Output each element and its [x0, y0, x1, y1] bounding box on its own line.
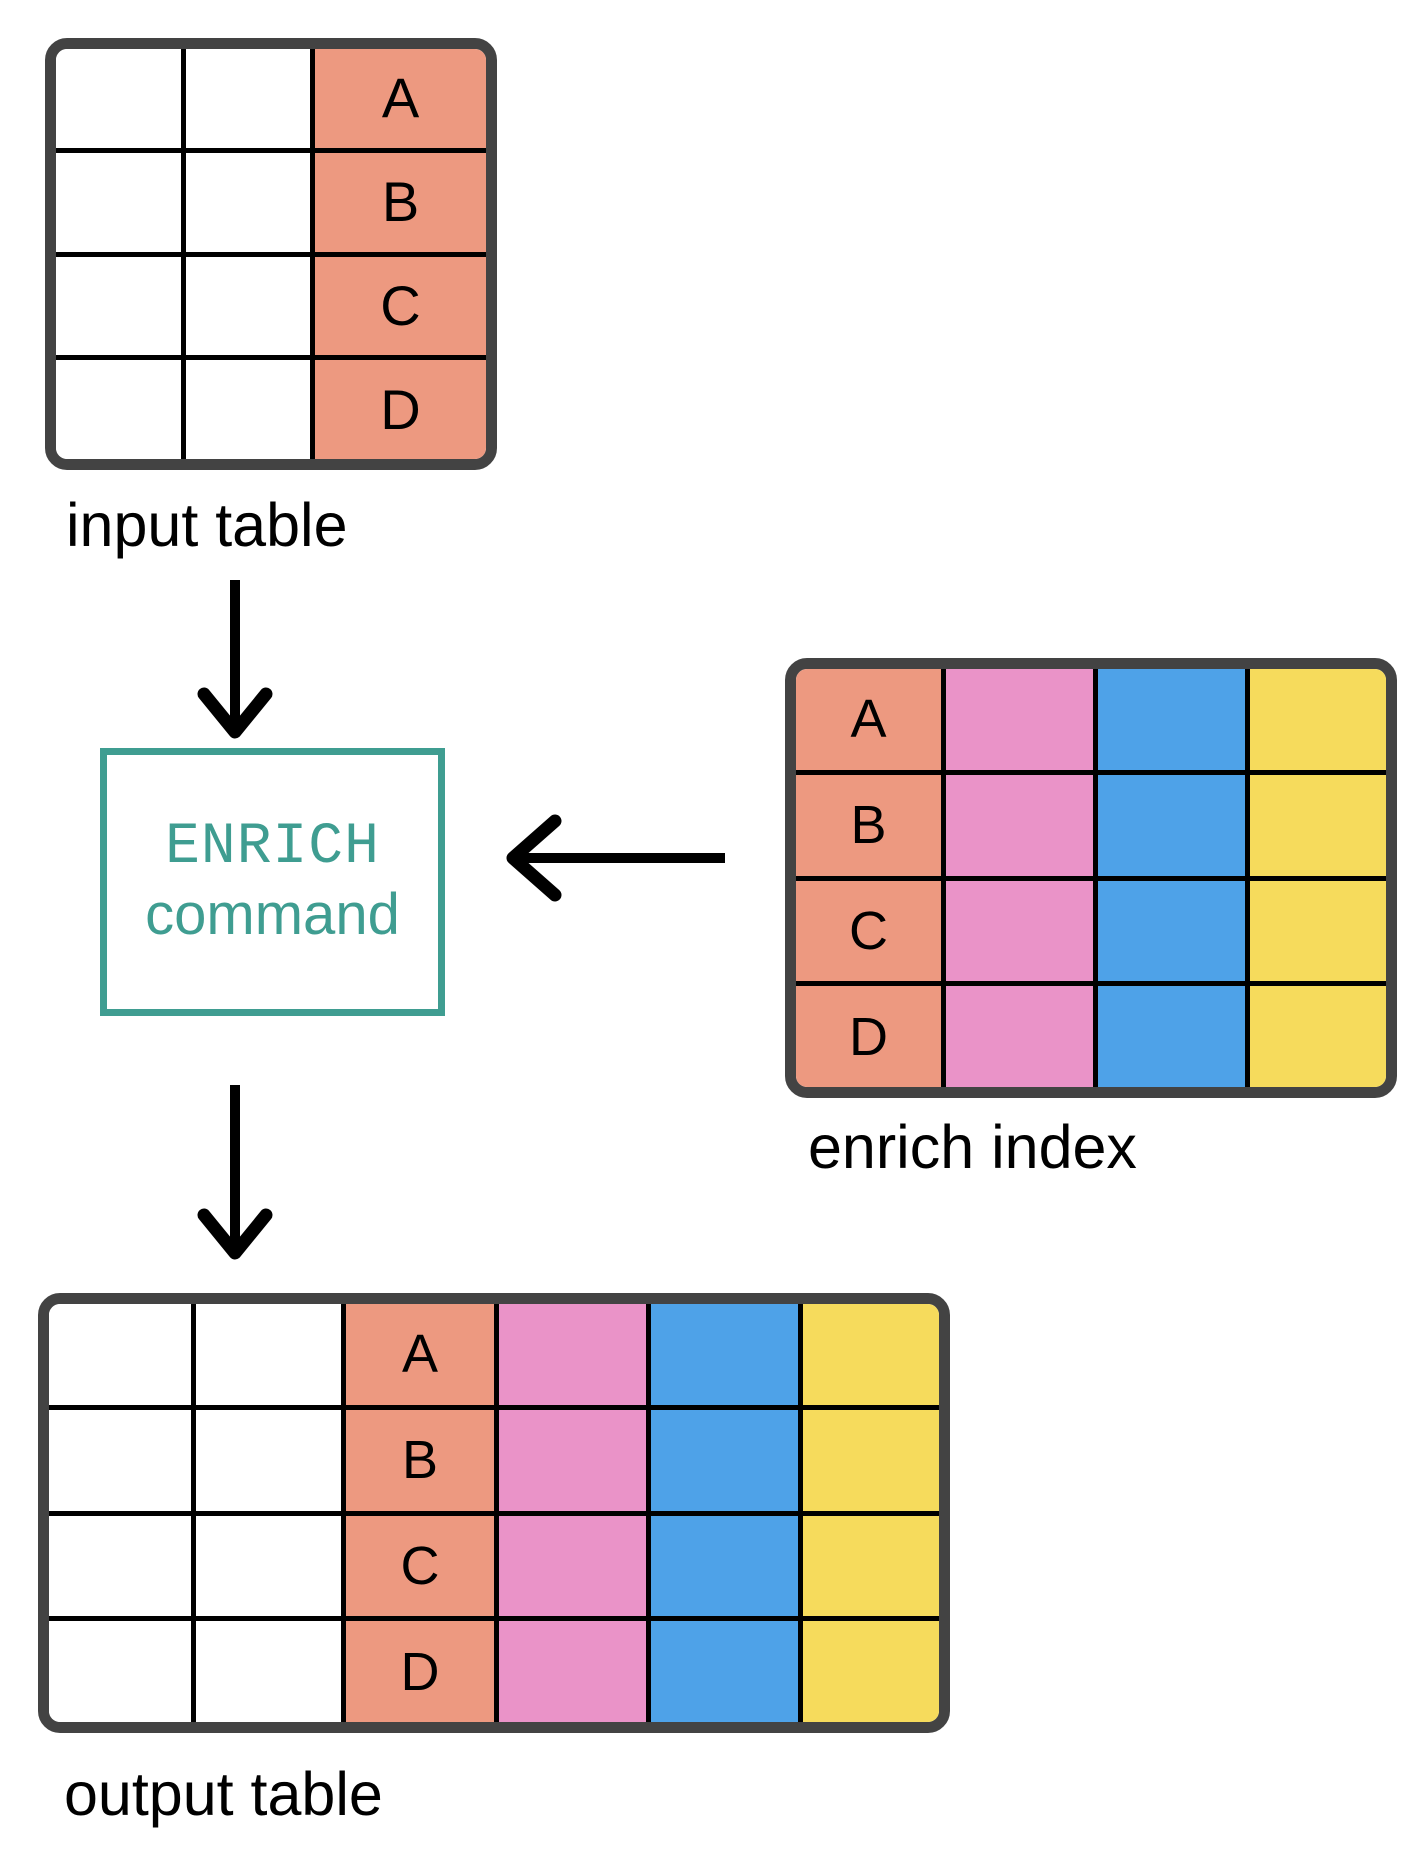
- table-row: A: [56, 49, 486, 153]
- table-cell-key: A: [315, 49, 486, 148]
- table-cell: [186, 360, 315, 459]
- enrich-command-box: ENRICH command: [100, 748, 445, 1016]
- table-cell: [651, 1304, 803, 1405]
- table-cell: [56, 49, 186, 148]
- table-cell: [499, 1304, 651, 1405]
- table-cell: [651, 1515, 803, 1617]
- table-cell: [196, 1304, 346, 1405]
- enrich-index-caption: enrich index: [808, 1113, 1137, 1181]
- enrich-command-keyword: ENRICH: [165, 815, 380, 881]
- table-row: D: [49, 1621, 939, 1722]
- table-cell: [196, 1621, 346, 1722]
- table-row: D: [56, 360, 486, 459]
- table-cell: [946, 986, 1098, 1087]
- table-row: D: [796, 986, 1386, 1087]
- table-cell: [499, 1409, 651, 1511]
- table-cell-key: D: [315, 360, 486, 459]
- table-cell: [186, 256, 315, 356]
- table-cell: [1098, 880, 1250, 982]
- table-cell: [1098, 669, 1250, 770]
- table-row: B: [796, 774, 1386, 881]
- table-cell: [1098, 774, 1250, 876]
- arrow-command-to-output-icon: [197, 1085, 273, 1260]
- table-row: C: [56, 256, 486, 361]
- input-table: A B C D: [45, 38, 497, 470]
- table-cell-key: D: [346, 1621, 499, 1722]
- table-cell: [49, 1409, 196, 1511]
- table-cell: [803, 1409, 939, 1511]
- table-cell: [803, 1304, 939, 1405]
- output-table-caption: output table: [64, 1760, 383, 1828]
- table-row: C: [796, 880, 1386, 987]
- table-cell-key: B: [796, 774, 946, 876]
- table-cell: [186, 152, 315, 252]
- arrow-input-to-command-icon: [197, 580, 273, 739]
- arrow-index-to-command-icon: [506, 814, 725, 902]
- table-cell: [651, 1409, 803, 1511]
- table-cell: [946, 880, 1098, 982]
- table-cell-key: C: [796, 880, 946, 982]
- enrich-index-table: A B C D: [785, 658, 1397, 1098]
- table-row: C: [49, 1515, 939, 1622]
- table-cell: [803, 1515, 939, 1617]
- table-cell: [56, 256, 186, 356]
- table-cell: [1250, 880, 1386, 982]
- table-cell: [1250, 669, 1386, 770]
- table-cell: [499, 1515, 651, 1617]
- table-cell: [946, 774, 1098, 876]
- table-row: B: [49, 1409, 939, 1516]
- table-cell-key: D: [796, 986, 946, 1087]
- table-cell: [1250, 774, 1386, 876]
- table-cell: [946, 669, 1098, 770]
- table-row: B: [56, 152, 486, 257]
- table-cell: [49, 1621, 196, 1722]
- table-cell-key: B: [315, 152, 486, 252]
- table-cell: [49, 1304, 196, 1405]
- table-cell: [56, 152, 186, 252]
- table-row: A: [49, 1304, 939, 1410]
- table-row: A: [796, 669, 1386, 775]
- table-cell: [186, 49, 315, 148]
- input-table-caption: input table: [66, 491, 348, 559]
- table-cell: [651, 1621, 803, 1722]
- table-cell: [1098, 986, 1250, 1087]
- table-cell: [499, 1621, 651, 1722]
- table-cell: [803, 1621, 939, 1722]
- table-cell-key: C: [346, 1515, 499, 1617]
- table-cell: [1250, 986, 1386, 1087]
- enrich-command-word: command: [145, 882, 400, 947]
- table-cell: [49, 1515, 196, 1617]
- table-cell-key: C: [315, 256, 486, 356]
- table-cell: [196, 1409, 346, 1511]
- output-table: A B C D: [38, 1293, 950, 1733]
- table-cell: [196, 1515, 346, 1617]
- table-cell: [56, 360, 186, 459]
- table-cell-key: B: [346, 1409, 499, 1511]
- table-cell-key: A: [346, 1304, 499, 1405]
- table-cell-key: A: [796, 669, 946, 770]
